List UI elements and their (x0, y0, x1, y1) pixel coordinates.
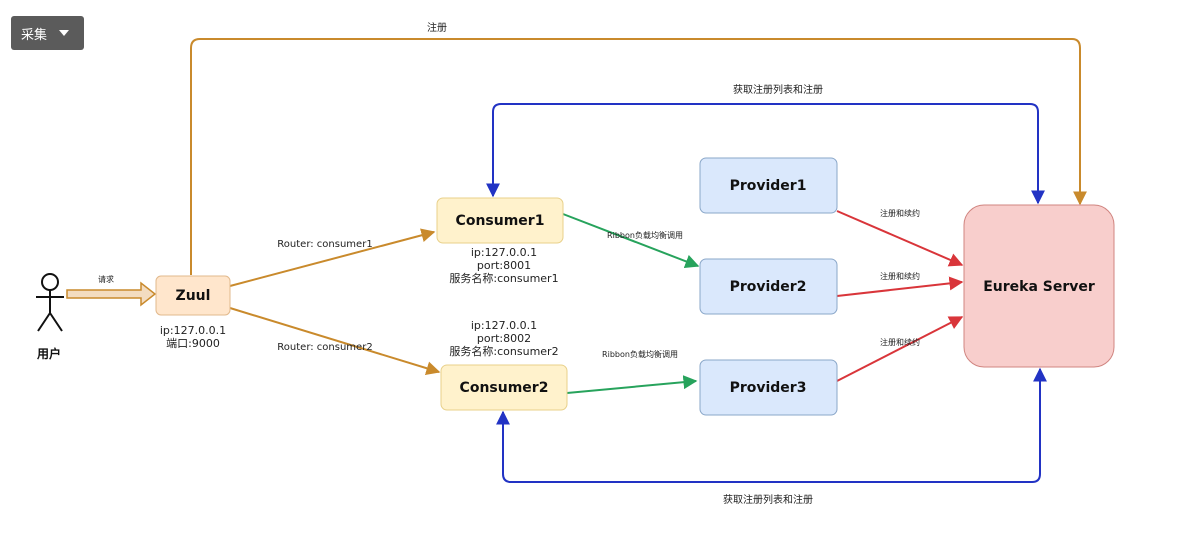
consumer1-label: Consumer1 (456, 213, 545, 229)
provider3-label: Provider3 (730, 380, 807, 396)
consumer2-port: port:8002 (477, 332, 531, 345)
provider1-node: Provider1 (699, 157, 838, 214)
renew-edge-provider2 (836, 276, 964, 297)
provider2-node: Provider2 (699, 258, 838, 315)
eureka-server-label: Eureka Server (983, 279, 1095, 295)
zuul-ip: ip:127.0.0.1 (160, 324, 226, 337)
caret-down-icon (59, 30, 70, 36)
consumer2-service-name: 服务名称:consumer2 (449, 344, 558, 358)
register-edge-zuul-eureka (190, 38, 1087, 275)
consumer2-node: Consumer2 (440, 364, 568, 411)
provider2-label: Provider2 (730, 279, 807, 295)
ribbon-edge-consumer1 (562, 213, 700, 269)
user-actor-icon (36, 273, 64, 332)
request-arrow (66, 281, 157, 307)
fetch-edge-consumer2 (496, 367, 1047, 483)
edge-label-register: 注册 (427, 21, 447, 34)
consumer1-service-name: 服务名称:consumer1 (449, 271, 558, 285)
user-label: 用户 (36, 346, 61, 361)
consumer1-ip: ip:127.0.0.1 (471, 246, 537, 259)
consumer2-label: Consumer2 (460, 380, 549, 396)
zuul-port: 端口:9000 (166, 337, 220, 350)
renew-edge-provider1 (836, 210, 964, 267)
eureka-server-node: Eureka Server (963, 204, 1115, 368)
edge-label-ribbon1: Ribbon负载均衡调用 (607, 230, 683, 240)
edge-label-fetch-top: 获取注册列表和注册 (733, 83, 823, 96)
fetch-edge-consumer1 (486, 103, 1045, 205)
edge-label-renew1: 注册和续约 (880, 208, 920, 218)
router-edge-consumer1 (229, 228, 436, 287)
provider3-node: Provider3 (699, 359, 838, 416)
ribbon-edge-consumer2 (566, 375, 698, 394)
consumer1-port: port:8001 (477, 259, 531, 272)
edge-label-renew2: 注册和续约 (880, 271, 920, 281)
collect-button[interactable]: 采集 (11, 16, 84, 50)
edge-label-fetch-bottom: 获取注册列表和注册 (723, 493, 813, 506)
collect-label: 采集 (21, 27, 48, 43)
provider1-label: Provider1 (730, 178, 807, 194)
consumer2-ip: ip:127.0.0.1 (471, 319, 537, 332)
edge-label-request: 请求 (98, 274, 114, 284)
renew-edge-provider3 (836, 316, 964, 382)
edge-label-router1: Router: consumer1 (277, 239, 372, 250)
zuul-node: Zuul (155, 275, 231, 316)
edge-label-router2: Router: consumer2 (277, 342, 372, 353)
edge-label-renew3: 注册和续约 (880, 337, 920, 347)
edge-label-ribbon2: Ribbon负载均衡调用 (602, 349, 678, 359)
consumer1-node: Consumer1 (436, 197, 564, 244)
zuul-label: Zuul (176, 288, 211, 304)
router-edge-consumer2 (229, 307, 441, 376)
